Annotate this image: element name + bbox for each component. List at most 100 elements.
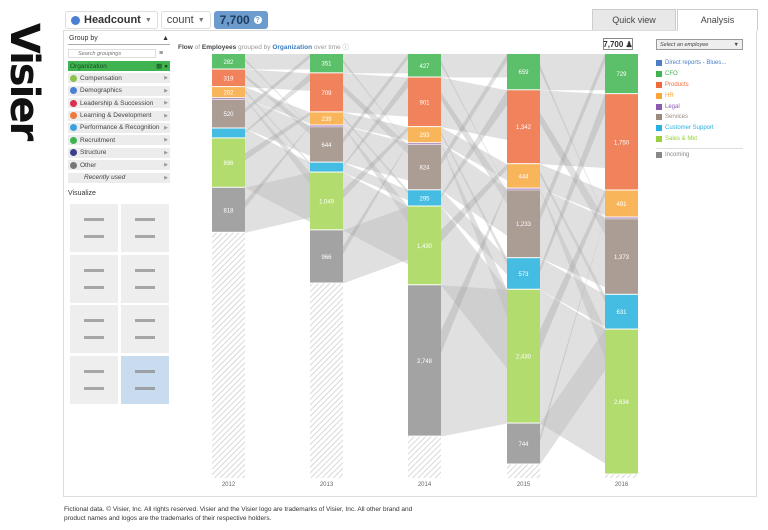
grouping-structure[interactable]: Structure▶ [68, 147, 170, 158]
legend-item[interactable]: HR [656, 90, 743, 101]
legend-item[interactable]: CFO [656, 69, 743, 80]
chevron-right-icon: ▶ [164, 137, 168, 144]
bar-segment-hr [408, 127, 441, 143]
visualize-table[interactable] [121, 305, 169, 353]
grouping-label: Other [80, 161, 97, 169]
grouping-icon [70, 112, 77, 120]
segment-label: 729 [616, 72, 627, 78]
bar-segment-services [212, 99, 245, 128]
t5[interactable]: Organization [272, 44, 313, 51]
visualize-flow[interactable] [121, 355, 169, 404]
bar-segment-customer-support [310, 162, 343, 172]
headcount-icon [71, 15, 80, 25]
grouping-label: Leadership & Succession [80, 99, 154, 107]
visualize-heat[interactable] [70, 254, 118, 303]
grouping-other[interactable]: Other▶ [68, 160, 170, 171]
flow-band [540, 64, 605, 218]
total-value: 7,700 [603, 39, 624, 49]
legend-item[interactable]: Incoming [656, 148, 743, 159]
grouping-label: Learning & Development [80, 112, 152, 120]
t4: grouped by [238, 44, 271, 51]
remaining-hatch [507, 464, 540, 478]
flow-band [245, 54, 310, 113]
segment-label: 2,634 [614, 400, 630, 406]
tab-quick-view[interactable]: Quick view [592, 9, 676, 31]
legend-item[interactable]: Customer Support [656, 123, 743, 134]
segment-label: 293 [419, 133, 430, 139]
grouping-learning-development[interactable]: Learning & Development ▶ [68, 110, 170, 121]
grouping-label: Structure [80, 149, 107, 157]
grouping-recruitment[interactable]: Recruitment▶ [68, 135, 170, 146]
legend-item[interactable]: Products [656, 80, 743, 91]
hierarchy-icon[interactable]: ▦ ● [156, 63, 168, 70]
search-groupings-input[interactable] [68, 49, 156, 58]
legend-label: Direct reports - Blues... [665, 60, 727, 67]
segment-label: 1,233 [516, 222, 532, 228]
bar-segment-hr [605, 190, 638, 217]
tab-analysis[interactable]: Analysis [677, 9, 758, 31]
flow-band [343, 126, 408, 223]
chevron-right-icon: ▶ [164, 75, 168, 82]
grouping-performance-recognition[interactable]: Performance & Recognition▶ [68, 122, 170, 133]
bubble-chart-icon [135, 268, 155, 289]
grouping-icon [70, 161, 77, 169]
bar-segment-cfo [408, 54, 441, 77]
metric-selector[interactable]: Headcount▼ [65, 11, 158, 29]
legend-item[interactable]: Direct reports - Blues... [656, 58, 743, 69]
segment-label: 2,748 [417, 359, 433, 365]
flow-band [343, 85, 408, 154]
year-label: 2014 [418, 482, 432, 488]
collapse-icon[interactable]: ▲ [162, 35, 169, 42]
chevron-right-icon: ▶ [164, 100, 168, 107]
segment-label: 282 [223, 60, 234, 66]
flow-band [540, 112, 605, 235]
remaining-hatch [212, 232, 245, 478]
visualize-dots[interactable] [70, 305, 118, 353]
visualize-bar[interactable] [70, 204, 118, 252]
grouping-compensation[interactable]: Compensation▶ [68, 73, 170, 84]
legend-label: Sales & Mkt [665, 135, 698, 142]
grouping-organization[interactable]: Organization▦ ● [68, 61, 170, 71]
flow-band [540, 54, 605, 221]
legend-swatch [656, 71, 662, 78]
select-employee-dropdown[interactable]: Select an employee▼ [656, 39, 743, 50]
flow-band [540, 188, 605, 220]
flow-band [245, 138, 310, 222]
chevron-right-icon: ▶ [164, 112, 168, 119]
segment-label: 520 [223, 112, 234, 118]
bar-segment-services [507, 190, 540, 258]
help-icon[interactable]: ⓘ [342, 44, 349, 51]
legend-item[interactable]: Sales & Mkt [656, 134, 743, 145]
legend-item[interactable]: Services [656, 112, 743, 123]
remaining-hatch [408, 436, 441, 478]
year-label: 2013 [320, 482, 334, 488]
grouping-demographics[interactable]: Demographics▶ [68, 85, 170, 96]
visualize-line[interactable] [121, 204, 169, 252]
grouping-leadership-succession[interactable]: Leadership & Succession ▶ [68, 98, 170, 109]
flow-band [540, 329, 605, 465]
visualize-flow-list[interactable] [70, 355, 118, 404]
metric-label: Headcount [84, 14, 141, 26]
grouping-icon [70, 136, 77, 144]
segment-label: 896 [223, 161, 234, 167]
flow-band [343, 127, 408, 199]
flow-band [540, 171, 605, 302]
legend-label: Services [665, 114, 689, 121]
metric-header: Headcount▼ count▼ 7,700? [65, 11, 268, 29]
bar-segment-cfo [605, 54, 638, 94]
measure-selector[interactable]: count▼ [160, 11, 211, 29]
bar-segment-services [605, 219, 638, 294]
visualize-bubble[interactable] [121, 254, 169, 303]
legend-item[interactable]: Legal [656, 101, 743, 112]
flow-band [441, 127, 507, 181]
recently-used[interactable]: Recently used▶ [68, 172, 170, 183]
help-icon[interactable]: ? [253, 16, 262, 24]
legend-label: Legal [665, 103, 680, 110]
segment-label: 1,342 [516, 125, 532, 131]
bar-segment-products [310, 73, 343, 112]
remaining-hatch [605, 474, 638, 478]
sort-icon[interactable]: ≡ [159, 50, 164, 57]
segment-label: 319 [223, 76, 234, 82]
flow-band [441, 131, 507, 265]
grouping-label: Performance & Recognition [80, 124, 160, 132]
